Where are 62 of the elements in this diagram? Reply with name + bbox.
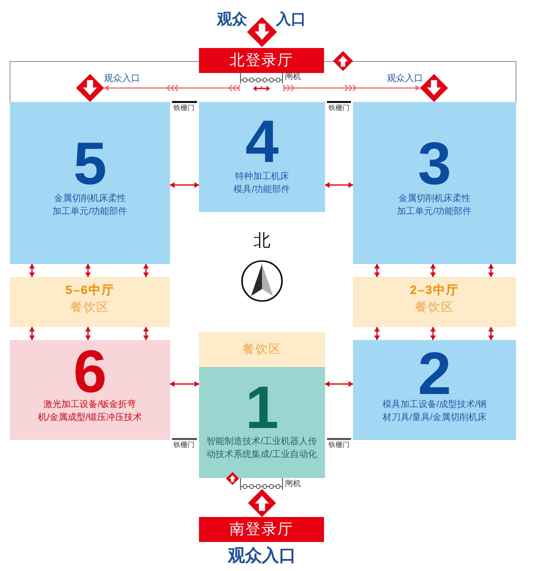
two-way-arrow	[85, 264, 91, 278]
hall-box	[199, 367, 325, 478]
hall-box	[10, 340, 170, 440]
hall-number: 6	[73, 349, 107, 395]
two-way-arrow	[143, 264, 149, 278]
arrow-diamond	[420, 74, 448, 102]
dining-area-box	[199, 332, 325, 367]
turnstile-label: 闸机	[285, 72, 301, 82]
hall-description: 激光加工设备/钣金折弯机/金属成型/锻压冲压技术	[36, 398, 143, 424]
dining-area-box	[10, 277, 170, 327]
entrance-label: 观众入口	[104, 73, 140, 84]
hall-box	[199, 102, 325, 212]
arrow-diamond	[248, 489, 276, 517]
two-way-arrow	[143, 326, 149, 340]
two-way-arrow	[374, 264, 380, 278]
arrow-diamond	[333, 51, 353, 71]
hall-number: 3	[418, 141, 452, 187]
lobby-title: 南登录厅	[230, 520, 294, 540]
hall-description: 金属切削机床柔性加工单元/功能部件	[52, 192, 128, 218]
hall-box	[353, 102, 516, 264]
two-way-arrow	[29, 326, 35, 340]
two-way-arrow	[430, 326, 436, 340]
turnstile	[240, 72, 283, 92]
hall-number: 4	[245, 119, 279, 165]
area-label: 餐饮区	[70, 300, 110, 315]
two-way-arrow	[430, 264, 436, 278]
arrow-diamond	[247, 17, 277, 47]
two-way-arrow	[488, 326, 494, 340]
dining-area-box	[353, 277, 516, 327]
entrance-label: 观众入口	[387, 73, 423, 84]
two-way-arrow	[374, 326, 380, 340]
turnstile-label: 闸机	[285, 479, 301, 489]
hall-number: 1	[245, 385, 279, 431]
arrow-diamond	[226, 472, 239, 485]
two-way-arrow	[85, 326, 91, 340]
north-label: 北	[254, 231, 270, 251]
hall-number: 5	[73, 141, 107, 187]
two-way-arrow	[324, 381, 354, 387]
two-way-arrow	[488, 264, 494, 278]
area-title: 5–6中厅	[65, 283, 115, 298]
hall-box	[10, 102, 170, 264]
entrance-label: 入口	[276, 11, 306, 28]
flow-arrow	[104, 84, 240, 92]
hall-description: 金属切削机床柔性加工单元/功能部件	[396, 192, 473, 218]
hall-box	[353, 340, 516, 440]
area-title: 2–3中厅	[410, 283, 460, 298]
arrow-diamond	[76, 74, 104, 102]
hall-number: 2	[418, 351, 452, 397]
area-label: 餐饮区	[242, 342, 282, 357]
entrance-label: 观众入口	[228, 546, 296, 566]
two-way-arrow	[29, 264, 35, 278]
hall-description: 模具加工设备/成型技术/钢材刀具/量具/金属切削机床	[381, 398, 488, 424]
area-label: 餐饮区	[415, 300, 454, 315]
lobby-title: 北登录厅	[230, 51, 294, 71]
two-way-arrow	[170, 381, 200, 387]
two-way-arrow	[170, 182, 200, 188]
hall-description: 智能制造技术/工业机器人传动技术系统集成/工业自动化	[206, 435, 318, 461]
hall-description: 特种加工机床模具/功能部件	[232, 170, 292, 196]
entrance-label: 观众	[217, 11, 247, 28]
two-way-arrow	[324, 182, 354, 188]
flow-arrow	[282, 84, 420, 92]
turnstile	[240, 478, 283, 491]
